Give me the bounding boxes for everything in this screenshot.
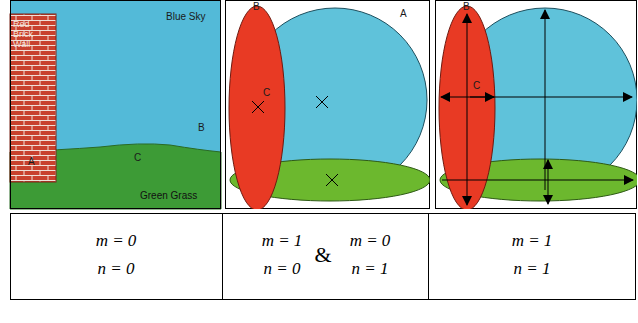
table-cell: m = 0 [350,232,391,251]
region-panel [226,1,431,211]
region-label: Blue Sky [166,11,205,22]
table-cell: n = 0 [264,260,301,279]
scene-panel [10,0,221,209]
table-cell: m = 0 [96,232,137,251]
region-label: Red Brick Wall [13,20,51,50]
region-label: C [473,80,480,91]
table-cell: n = 1 [514,260,551,279]
region-label: B [253,1,260,12]
region-label: B [463,1,470,12]
point-label: C [134,152,141,163]
table-cell: m = 1 [262,232,303,251]
region-label: C [263,87,270,98]
point-label: A [28,156,35,167]
region-label: Green Grass [140,190,197,201]
point-label: B [198,122,205,133]
table-cell: n = 1 [352,260,389,279]
table-cell: & [314,243,331,267]
table-cell: n = 0 [98,260,135,279]
axis-panel [436,1,638,211]
table-cell: m = 1 [512,232,553,251]
region-label: A [400,8,407,19]
mode-table [11,214,636,300]
